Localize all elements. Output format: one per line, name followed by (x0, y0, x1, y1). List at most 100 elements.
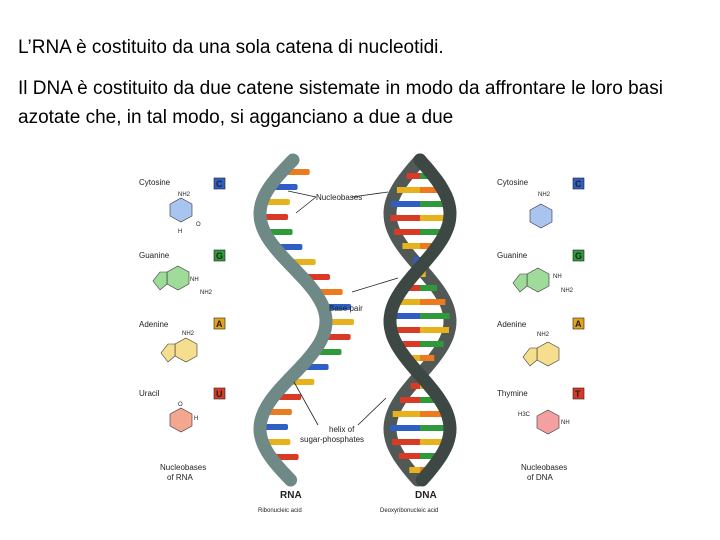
adenine-ring-icon (160, 343, 176, 363)
dna-base-pair-half (399, 453, 420, 459)
rna-legend: Cytosine C NH2 O H Guanine G NH NH2 Aden… (139, 177, 226, 482)
dna-base-pair-half (392, 411, 420, 417)
dna-base-pair-half (420, 229, 446, 235)
nucleobases-arrow-1 (287, 190, 317, 198)
dna-base-pair-half (420, 355, 435, 361)
rna-title: RNA (280, 490, 302, 501)
dna-adenine-molecule-icon (536, 341, 560, 367)
dna-base-pair-half (394, 299, 420, 305)
rna-subtitle: Ribonucleic acid (258, 508, 302, 514)
dna-base-pair-half (396, 341, 420, 347)
dna-title: DNA (415, 490, 437, 501)
dna-backbone-strand-front (383, 153, 457, 487)
dna-base-pair-half (392, 439, 420, 445)
dna-base-pair-half (420, 439, 448, 445)
dna-base-pair-half (406, 173, 420, 179)
cytosine-molecule-icon (169, 197, 193, 223)
dna-legend-swatch-t (572, 387, 585, 400)
rna-sugar-phosphate-backbone (253, 153, 333, 487)
rna-legend-letter-a: A (216, 319, 223, 329)
dna-a-nh2: NH2 (537, 332, 550, 338)
thymine-molecule-icon (536, 409, 560, 435)
dna-g-nh: NH (553, 274, 562, 280)
dna-legend-caption-2: of DNA (527, 473, 553, 482)
dna-legend: Cytosine C NH2 Guanine G NH NH2 Adenine … (497, 177, 585, 482)
rna-c-h: H (178, 229, 182, 235)
dna-base-pair-half (420, 285, 437, 291)
dna-base-pair-half (413, 257, 420, 263)
dna-legend-letter-c: C (575, 179, 582, 189)
rna-nucleobase (325, 304, 352, 310)
rna-nucleobase (263, 199, 290, 205)
dna-legend-swatch-c (572, 177, 585, 190)
dna-base-pair-half (420, 215, 450, 221)
dna-base-pair-half (402, 243, 420, 249)
dna-adenine-ring-icon (522, 347, 538, 367)
dna-base-pair-half (420, 201, 449, 207)
dna-guanine-ring-icon (512, 273, 528, 293)
dna-guanine-molecule-icon (526, 267, 550, 293)
intro-line-rna: L’RNA è costituito da una sola catena di… (18, 37, 444, 58)
dna-base-pair-half (420, 313, 450, 319)
rna-nucleobase (264, 439, 291, 445)
uracil-molecule-icon (169, 407, 193, 433)
dna-base-pair-half (390, 215, 420, 221)
rna-legend-label-2: Guanine (139, 251, 170, 260)
rna-a-nh2: NH2 (182, 331, 195, 337)
dna-base-pair-half (420, 187, 444, 193)
dna-base-pair-half (420, 453, 441, 459)
callouts (287, 190, 399, 426)
rna-nucleobase (265, 409, 292, 415)
rna-legend-swatch-u (213, 387, 226, 400)
dna-base-pair-half (390, 313, 420, 319)
dna-base-pair-half (396, 187, 420, 193)
dna-base-pair-half (409, 467, 420, 473)
rna-legend-swatch-c (213, 177, 226, 190)
rna-legend-letter-c: C (216, 179, 223, 189)
dna-legend-swatch-a (572, 317, 585, 330)
dna-base-pair-half (420, 425, 450, 431)
dna-cytosine-molecule-icon (529, 203, 553, 229)
rna-legend-label-1: Cytosine (139, 178, 171, 187)
dna-base-pair-half (420, 411, 448, 417)
dna-base-pair-half (420, 341, 444, 347)
base-pair-arrow (351, 277, 399, 293)
dna-base-pair-half (420, 299, 446, 305)
dna-subtitle: Deoxyribonucleic acid (380, 508, 438, 514)
dna-legend-caption-1: Nucleobases (521, 463, 567, 472)
dna-base-pair-half (390, 425, 420, 431)
adenine-molecule-icon (174, 337, 198, 363)
dna-t-nh: NH (561, 420, 570, 426)
intro-line-dna: Il DNA è costituito da due catene sistem… (18, 78, 663, 128)
rna-u-o: O (178, 402, 183, 408)
helix-arrow-dna (357, 397, 387, 426)
dna-legend-letter-t: T (575, 389, 581, 399)
rna-c-o: O (196, 222, 201, 228)
dna-c-nh2: NH2 (538, 192, 551, 198)
dna-base-pair-half (394, 229, 420, 235)
guanine-molecule-icon (166, 265, 190, 291)
rna-legend-caption-1: Nucleobases (160, 463, 206, 472)
rna-legend-letter-u: U (216, 389, 223, 399)
dna-legend-letter-g: G (575, 251, 582, 261)
nucleobases-arrow-3 (351, 191, 389, 198)
rna-base-rungs (262, 169, 354, 460)
dna-legend-label-1: Cytosine (497, 178, 529, 187)
dna-base-pair-half (420, 243, 438, 249)
rna-c-nh2: NH2 (178, 192, 191, 198)
dna-base-pair-half (400, 397, 420, 403)
rna-g-nh: NH (190, 277, 199, 283)
nucleobases-arrow-2 (295, 196, 317, 214)
dna-backbone-strand-back (383, 153, 457, 487)
dna-legend-swatch-g (572, 249, 585, 262)
dna-base-pair-half (420, 397, 440, 403)
helix-arrow-rna (293, 381, 319, 426)
base-pair-label: Base pair (329, 304, 363, 313)
dna-legend-label-2: Guanine (497, 251, 528, 260)
rna-legend-label-3: Adenine (139, 320, 169, 329)
rna-nucleobase (262, 214, 289, 220)
dna-base-pair-half (410, 383, 420, 389)
rna-nucleobase (266, 229, 293, 235)
dna-legend-label-3: Adenine (497, 320, 527, 329)
rna-nucleobase (324, 334, 351, 340)
